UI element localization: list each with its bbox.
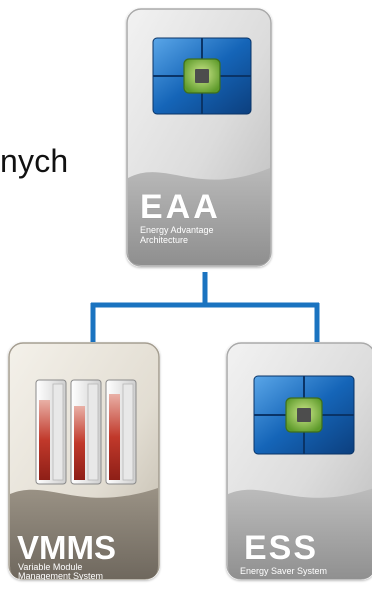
fragment-text: nych [0,143,69,179]
module-bars-icon [35,379,137,485]
eaa-subtitle: Energy Advantage Architecture [140,225,214,246]
eaa-badge: EAA Energy Advantage Architecture [126,8,272,267]
ess-badge: ESS Energy Saver System [226,342,372,580]
eaa-title: EAA [140,188,221,226]
vmms-badge-card [8,342,160,580]
chip-grid-icon [253,375,355,455]
vmms-title: VMMS [17,529,116,566]
vmms-subtitle: Variable Module Management System [18,562,104,580]
ess-subtitle: Energy Saver System [240,566,328,576]
ess-title: ESS [244,529,319,567]
chip-grid-icon [152,37,252,115]
vmms-badge: VMMS Variable Module Management System [8,342,160,580]
eaa-badge-card [126,8,272,267]
ess-badge-card [226,342,372,580]
